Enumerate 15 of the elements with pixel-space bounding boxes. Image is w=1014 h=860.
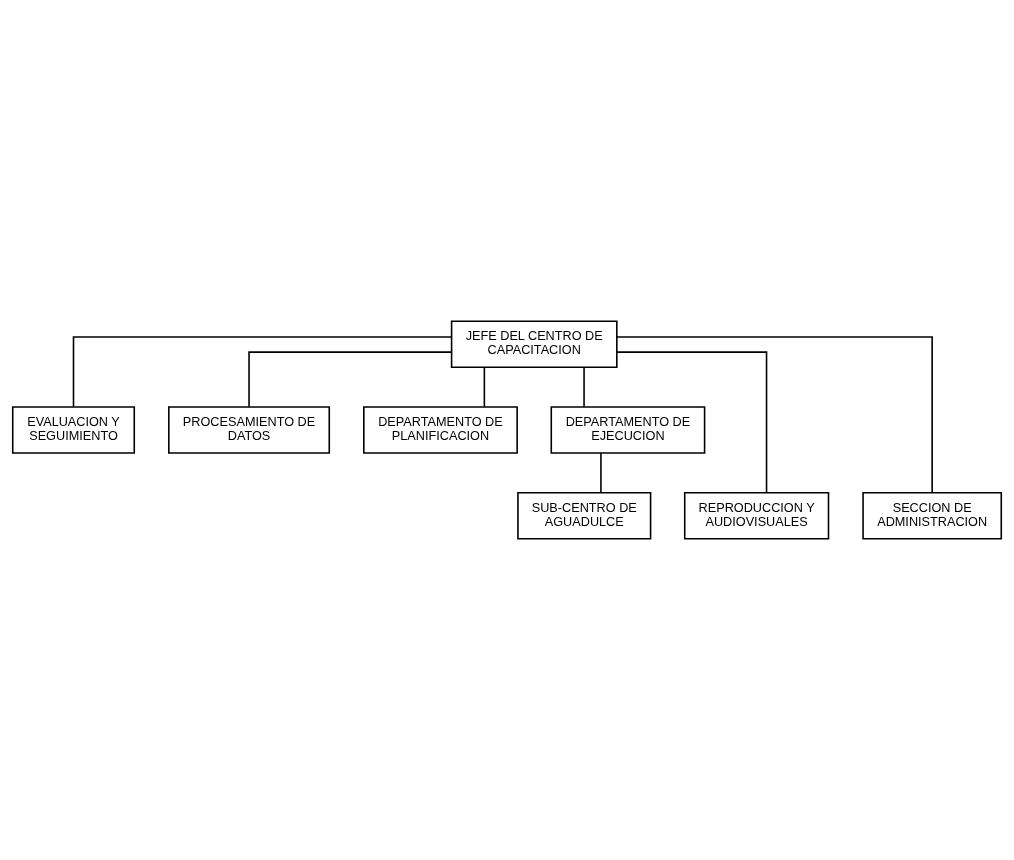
node-box: JEFE DEL CENTRO DE CAPACITACION — [450, 320, 618, 369]
connector — [483, 366, 486, 408]
node-box: DEPARTAMENTO DE PLANIFICACION — [363, 406, 518, 454]
connector — [583, 366, 585, 408]
connector — [72, 336, 453, 408]
node-box: PROCESAMIENTO DE DATOS — [168, 406, 331, 454]
connector — [616, 336, 933, 494]
node-box: DEPARTAMENTO DE EJECUCION — [550, 406, 706, 454]
connector — [600, 452, 602, 494]
connector — [616, 351, 768, 494]
node-box: REPRODUCCION Y AUDIOVISUALES — [683, 491, 830, 540]
node-box: SUB-CENTRO DE AGUADULCE — [517, 491, 652, 540]
connector — [248, 351, 453, 408]
node-box: SECCION DE ADMINISTRACION — [862, 491, 1003, 540]
node-box: EVALUACION Y SEGUIMIENTO — [11, 406, 136, 454]
